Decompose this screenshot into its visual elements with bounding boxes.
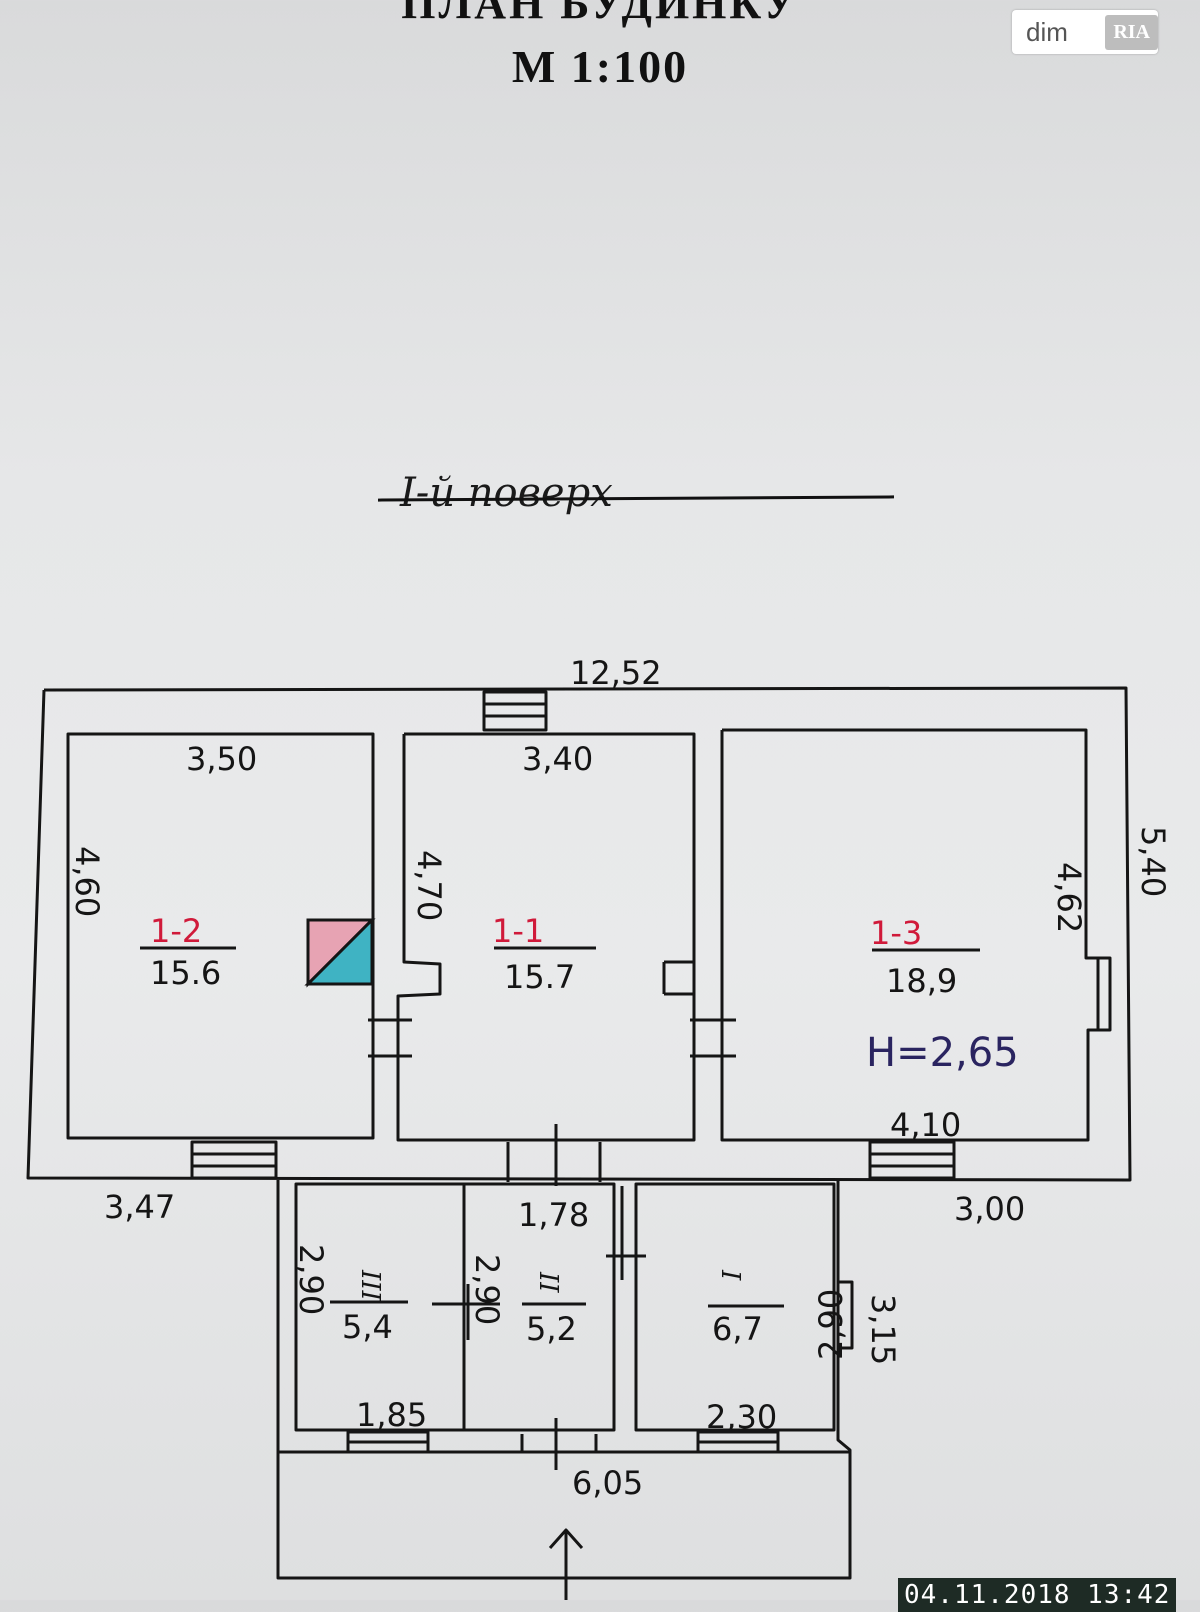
room-II-number: II <box>533 1271 563 1293</box>
overall-depth-label: 5,40 <box>1134 826 1172 897</box>
room-1-1-area: 15.7 <box>504 958 575 996</box>
room-II-depth: 2,90 <box>468 1254 506 1325</box>
window-top <box>482 690 548 732</box>
room-III-area: 5,4 <box>342 1308 393 1346</box>
room-III-width: 1,85 <box>356 1396 427 1434</box>
overall-width-label: 12,52 <box>570 654 662 692</box>
room-1-1-depth: 4,70 <box>410 850 448 921</box>
room-II-width: 1,78 <box>518 1196 589 1234</box>
stove-symbol <box>304 916 376 988</box>
dim-ria-watermark: dim RIA <box>1012 10 1158 54</box>
room-1-3-area: 18,9 <box>886 962 957 1000</box>
room-I-number: I <box>715 1269 745 1281</box>
left-bottom-segment: 3,47 <box>104 1188 175 1226</box>
room-I-width: 2,30 <box>706 1398 777 1436</box>
watermark-logo: RIA <box>1105 14 1158 50</box>
room-II-outline <box>462 1182 616 1432</box>
plan-scale: М 1:100 <box>511 41 689 92</box>
room-1-1-outline <box>396 732 696 1142</box>
right-bottom-segment: 3,00 <box>954 1190 1025 1228</box>
room-1-2-area: 15.6 <box>150 954 221 992</box>
room-1-3-width: 4,10 <box>890 1106 961 1144</box>
room-1-1-number: 1-1 <box>492 912 544 950</box>
annex-width-label: 6,05 <box>572 1464 643 1502</box>
room-1-3-number: 1-3 <box>870 914 922 952</box>
room-1-1-width: 3,40 <box>522 740 593 778</box>
room-1-2-number: 1-2 <box>150 912 202 950</box>
photo-timestamp: 04.11.2018 13:42 <box>898 1578 1177 1612</box>
floor-label: I-й поверх <box>400 470 613 516</box>
room-I-area: 6,7 <box>712 1310 763 1348</box>
watermark-brand: dim <box>1026 16 1068 47</box>
room-I-outline <box>634 1182 836 1432</box>
main-outer-wall <box>26 686 1132 1182</box>
annex-side-label: 3,15 <box>864 1294 902 1365</box>
room-II-area: 5,2 <box>526 1310 577 1348</box>
annex-outer-wall <box>276 1180 852 1580</box>
room-I-depth: 2,90 <box>812 1289 850 1360</box>
plan-title: ПЛАН БУДИНКУ <box>401 0 799 28</box>
room-III-number: III <box>355 1269 385 1302</box>
room-1-3-depth: 4,62 <box>1050 862 1088 933</box>
room-III-depth: 2,90 <box>292 1244 330 1315</box>
room-1-2-width: 3,50 <box>186 740 257 778</box>
room-1-2-depth: 4,60 <box>68 846 106 917</box>
room-height-label: H=2,65 <box>866 1030 1019 1076</box>
